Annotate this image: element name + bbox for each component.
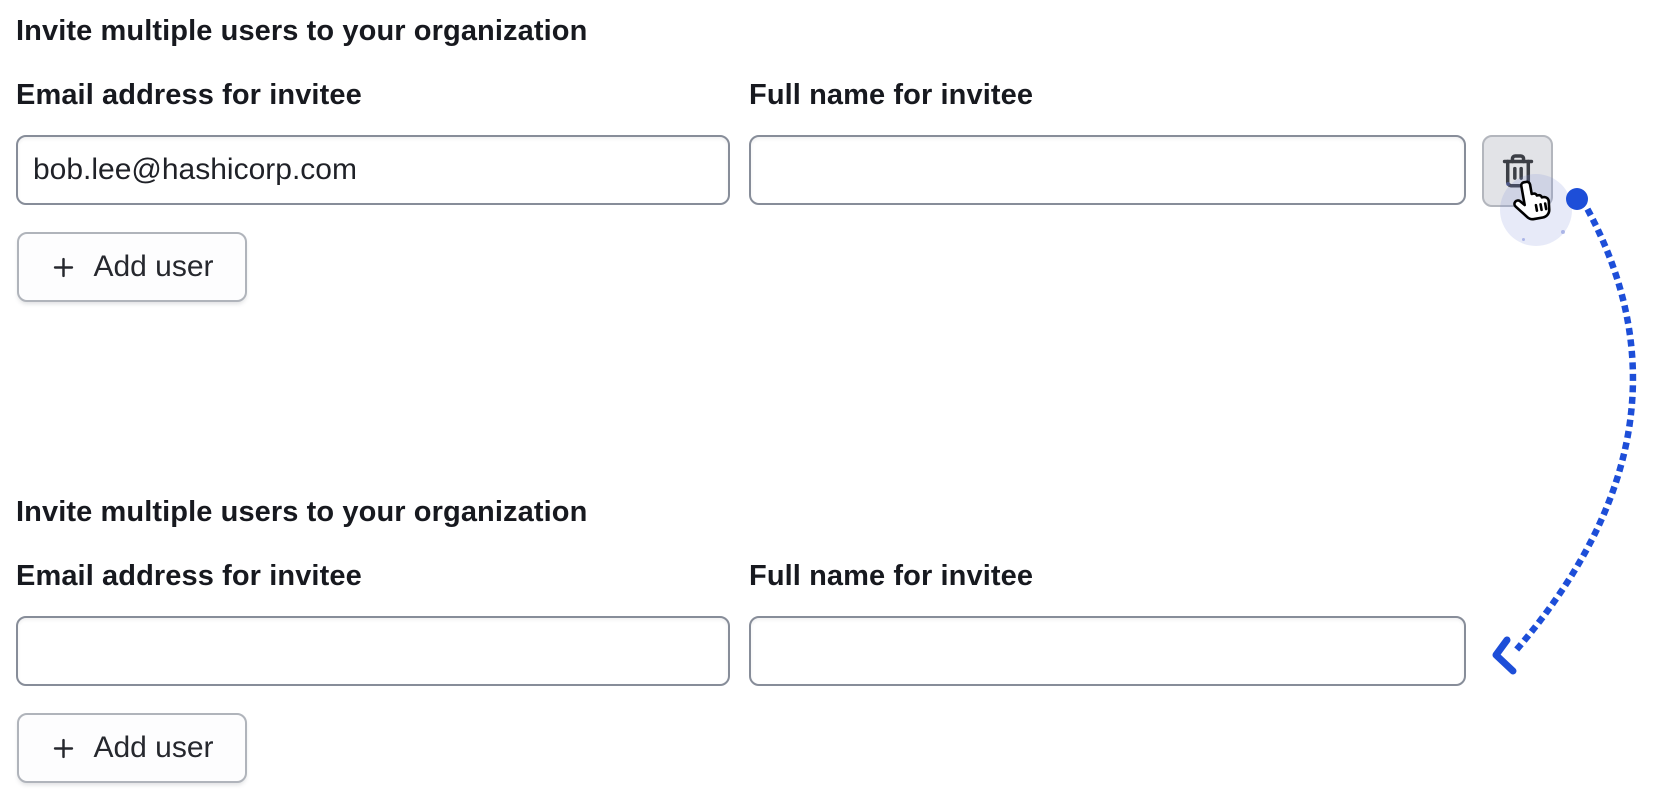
add-user-label: Add user — [93, 250, 214, 283]
sparkle-dot — [1522, 238, 1525, 241]
form-title: Invite multiple users to your organizati… — [16, 496, 588, 528]
invite-form-before: Invite multiple users to your organizati… — [0, 0, 1672, 320]
invite-form-after: Invite multiple users to your organizati… — [0, 481, 1672, 800]
plus-icon — [54, 257, 74, 277]
sparkle-dot — [1506, 182, 1510, 186]
arrow-start-dot — [1566, 188, 1588, 210]
full-name-label: Full name for invitee — [749, 79, 1034, 111]
full-name-label: Full name for invitee — [749, 560, 1034, 592]
email-input[interactable] — [16, 616, 730, 686]
plus-icon — [54, 738, 74, 758]
form-title: Invite multiple users to your organizati… — [16, 15, 588, 47]
add-user-label: Add user — [93, 731, 214, 764]
add-user-button[interactable]: Add user — [17, 232, 247, 302]
add-user-button[interactable]: Add user — [17, 713, 247, 783]
email-input[interactable] — [16, 135, 730, 205]
hand-pointer-cursor — [1513, 180, 1551, 221]
sparkle-dot — [1561, 230, 1565, 234]
email-label: Email address for invitee — [16, 560, 362, 592]
email-label: Email address for invitee — [16, 79, 362, 111]
full-name-input[interactable] — [749, 135, 1466, 205]
full-name-input[interactable] — [749, 616, 1466, 686]
